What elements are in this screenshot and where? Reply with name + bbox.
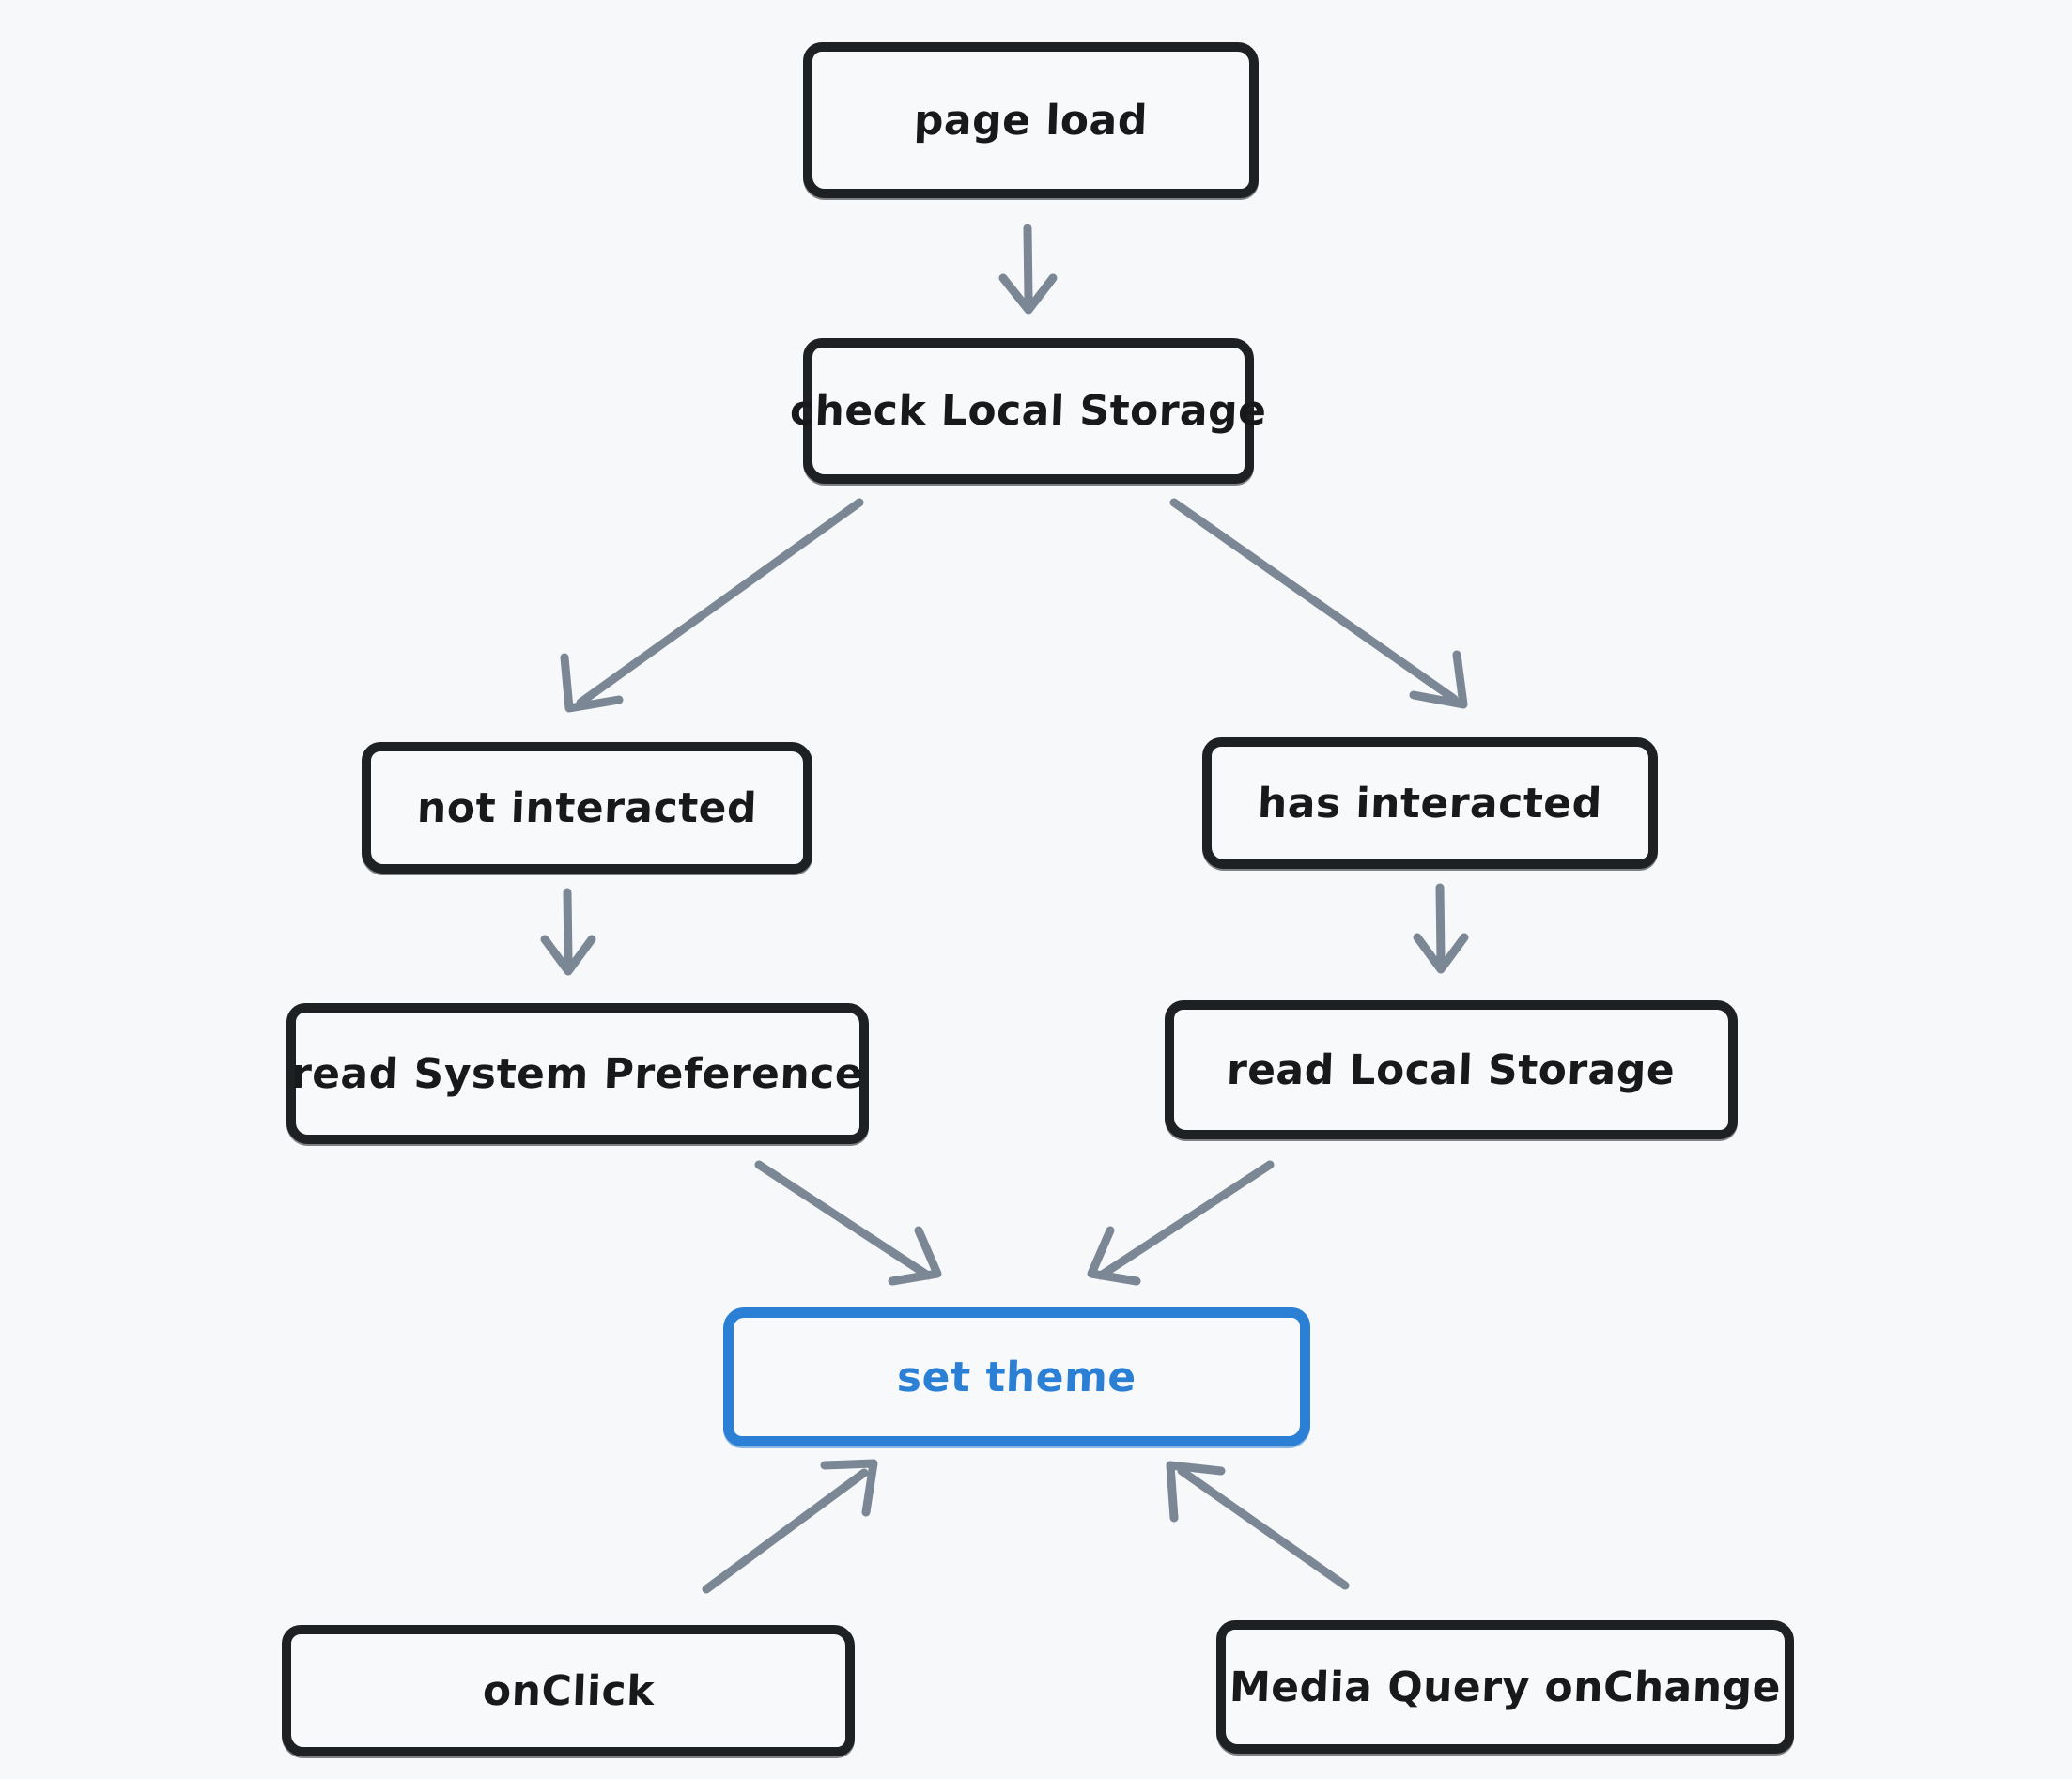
edge-check-local-to-has-interacted bbox=[1169, 498, 1468, 709]
node-label: not interacted bbox=[416, 783, 758, 832]
edge-media-query-to-set-theme bbox=[1166, 1461, 1350, 1590]
node-label: Media Query onChange bbox=[1229, 1663, 1782, 1711]
node-label: read System Preference bbox=[290, 1049, 865, 1098]
node-label: set theme bbox=[896, 1353, 1137, 1401]
node-page-load[interactable]: page load bbox=[803, 42, 1259, 198]
node-label: onClick bbox=[481, 1666, 656, 1715]
edge-page-load-to-check-local bbox=[998, 224, 1058, 315]
node-onclick[interactable]: onClick bbox=[282, 1625, 855, 1756]
node-label: has interacted bbox=[1257, 779, 1603, 828]
node-has-interacted[interactable]: has interacted bbox=[1202, 737, 1658, 869]
node-read-system-preference[interactable]: read System Preference bbox=[286, 1003, 869, 1144]
edge-onclick-to-set-theme bbox=[702, 1459, 878, 1594]
edge-read-local-to-set-theme bbox=[1087, 1160, 1275, 1286]
node-label: read Local Storage bbox=[1226, 1045, 1677, 1094]
node-label: page load bbox=[913, 96, 1149, 145]
node-set-theme[interactable]: set theme bbox=[723, 1307, 1310, 1446]
node-media-query-onchange[interactable]: Media Query onChange bbox=[1216, 1620, 1794, 1754]
edge-read-system-pref-to-set-theme bbox=[754, 1160, 942, 1286]
edge-not-interacted-to-read-system-pref bbox=[540, 888, 596, 976]
edge-check-local-to-not-interacted bbox=[560, 498, 864, 713]
node-label: check Local Storage bbox=[789, 387, 1268, 435]
node-check-local-storage[interactable]: check Local Storage bbox=[789, 338, 1268, 484]
node-not-interacted[interactable]: not interacted bbox=[362, 742, 812, 874]
node-read-local-storage[interactable]: read Local Storage bbox=[1165, 1000, 1738, 1139]
edge-has-interacted-to-read-local bbox=[1413, 883, 1469, 974]
